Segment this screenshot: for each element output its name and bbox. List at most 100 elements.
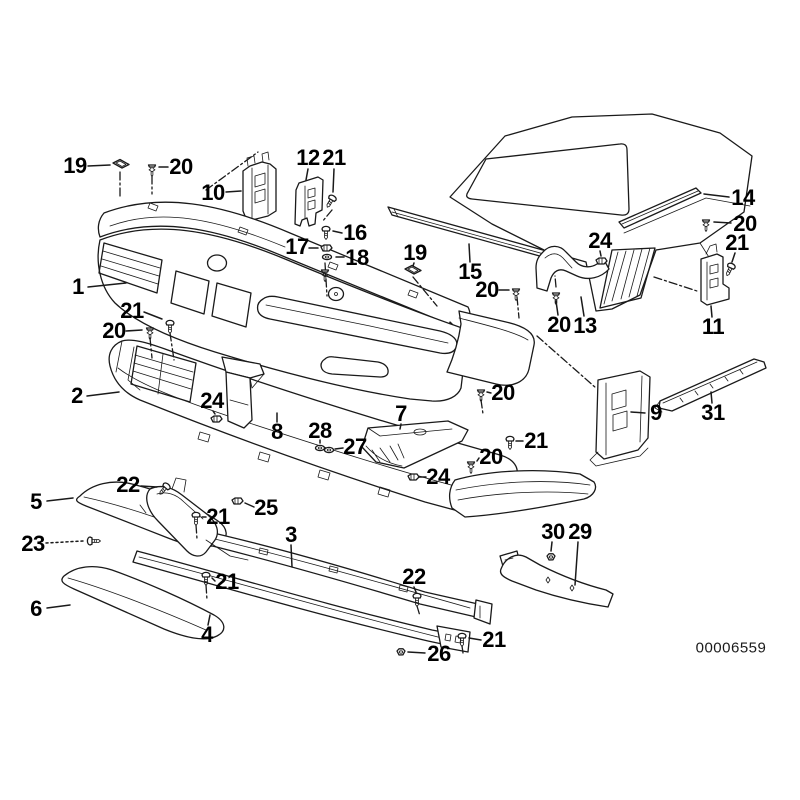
callout-21-label: 21 [322,145,346,170]
washer-icon [323,446,335,454]
leader-line-4 [207,614,211,626]
leader-line-11 [710,305,713,318]
nut-icon [546,553,556,561]
leader-line-20 [486,391,492,394]
leader-line-6 [46,604,71,609]
leader-line-20 [125,329,143,332]
callout-27-label: 27 [343,434,367,459]
leader-line-26 [407,651,426,654]
callout-21-label: 21 [215,569,239,594]
callout-23-label: 23 [21,531,45,556]
callout-21-label: 21 [725,230,749,255]
washer-icon [314,444,326,452]
clip-icon [407,473,420,481]
callout-20-label: 20 [733,211,757,236]
callout-20-label: 20 [547,312,571,337]
leader-line-30 [550,541,553,552]
bracket-10 [242,151,277,221]
callout-10-label: 10 [201,180,225,205]
callout-21-label: 21 [524,428,548,453]
callout-11-label: 11 [701,314,725,339]
nut-icon [396,648,406,656]
spoiler-corner-piece [448,470,597,518]
callout-21-label: 21 [120,298,144,323]
washer-icon [321,253,333,261]
callout-22-label: 22 [402,564,426,589]
bracket-9 [589,370,651,467]
leader-line-13 [580,296,585,317]
leader-line-24 [599,250,602,257]
clip-icon [210,415,223,423]
callout-22-label: 22 [116,472,140,497]
bumper-corner-cap [446,310,535,386]
callout-26-label: 26 [427,641,451,666]
callout-7-label: 7 [395,401,407,426]
screw-icon [323,193,338,210]
callout-16-label: 16 [343,220,367,245]
leader-line-7 [399,423,402,430]
leader-line-21 [468,637,482,641]
bracket-11 [700,243,730,306]
callout-20-label: 20 [479,444,503,469]
callout-28-label: 28 [308,418,332,443]
leader-line-3 [290,544,293,568]
callout-1-label: 1 [72,274,84,299]
callout-leader-lines [45,164,736,654]
clip-icon [231,497,244,505]
callout-19-label: 19 [63,153,87,178]
center-support-bracket [146,477,249,561]
air-duct-8 [221,356,265,429]
callout-24-label: 24 [426,464,450,489]
callout-24-label: 24 [200,388,224,413]
callout-24-label: 24 [588,228,612,253]
callout-9-label: 9 [650,400,662,425]
leader-line-1 [87,282,127,288]
bracket-29 [499,550,614,608]
screw-icon [321,225,331,241]
callout-30-label: 30 [541,519,565,544]
rivet-icon [147,164,157,178]
callout-15-label: 15 [458,259,482,284]
callout-5-label: 5 [30,489,42,514]
bracket-13 [535,245,610,292]
leader-line-21 [143,311,163,320]
leader-line-12 [305,168,309,181]
callout-21-label: 21 [482,627,506,652]
leader-line-21 [731,252,736,263]
plate-icon [112,158,130,169]
callout-19-label: 19 [403,240,427,265]
callout-14-label: 14 [731,185,755,210]
leader-line-21 [211,577,216,582]
assembly-guide-lines [119,151,698,654]
callout-20-label: 20 [491,380,515,405]
callout-29-label: 29 [568,519,592,544]
leader-line-20 [476,457,480,462]
screw-icon [722,261,737,278]
molding-strip-6 [61,565,225,640]
leader-line-9 [630,411,646,414]
callout-18-label: 18 [345,245,369,270]
clip-icon [320,244,333,252]
callout-17-label: 17 [285,234,309,259]
leader-line-24 [212,410,216,415]
bracket-12 [294,176,324,227]
leader-line-20 [713,221,732,224]
callout-31-label: 31 [701,400,725,425]
screw-icon [505,435,515,451]
plate-icon [404,264,422,275]
leader-line-23 [45,540,84,544]
callout-25-label: 25 [254,495,278,520]
callout-20-label: 20 [102,318,126,343]
screw-icon [86,536,102,546]
brake-duct-7 [361,420,469,469]
callout-6-label: 6 [30,596,42,621]
leader-line-15 [468,243,471,263]
leader-line-5 [46,497,74,502]
leader-line-2 [86,391,120,397]
leader-line-19 [87,164,111,167]
callout-8-label: 8 [271,419,283,444]
leader-line-22 [413,586,417,593]
spoiler-band-3 [183,526,493,625]
